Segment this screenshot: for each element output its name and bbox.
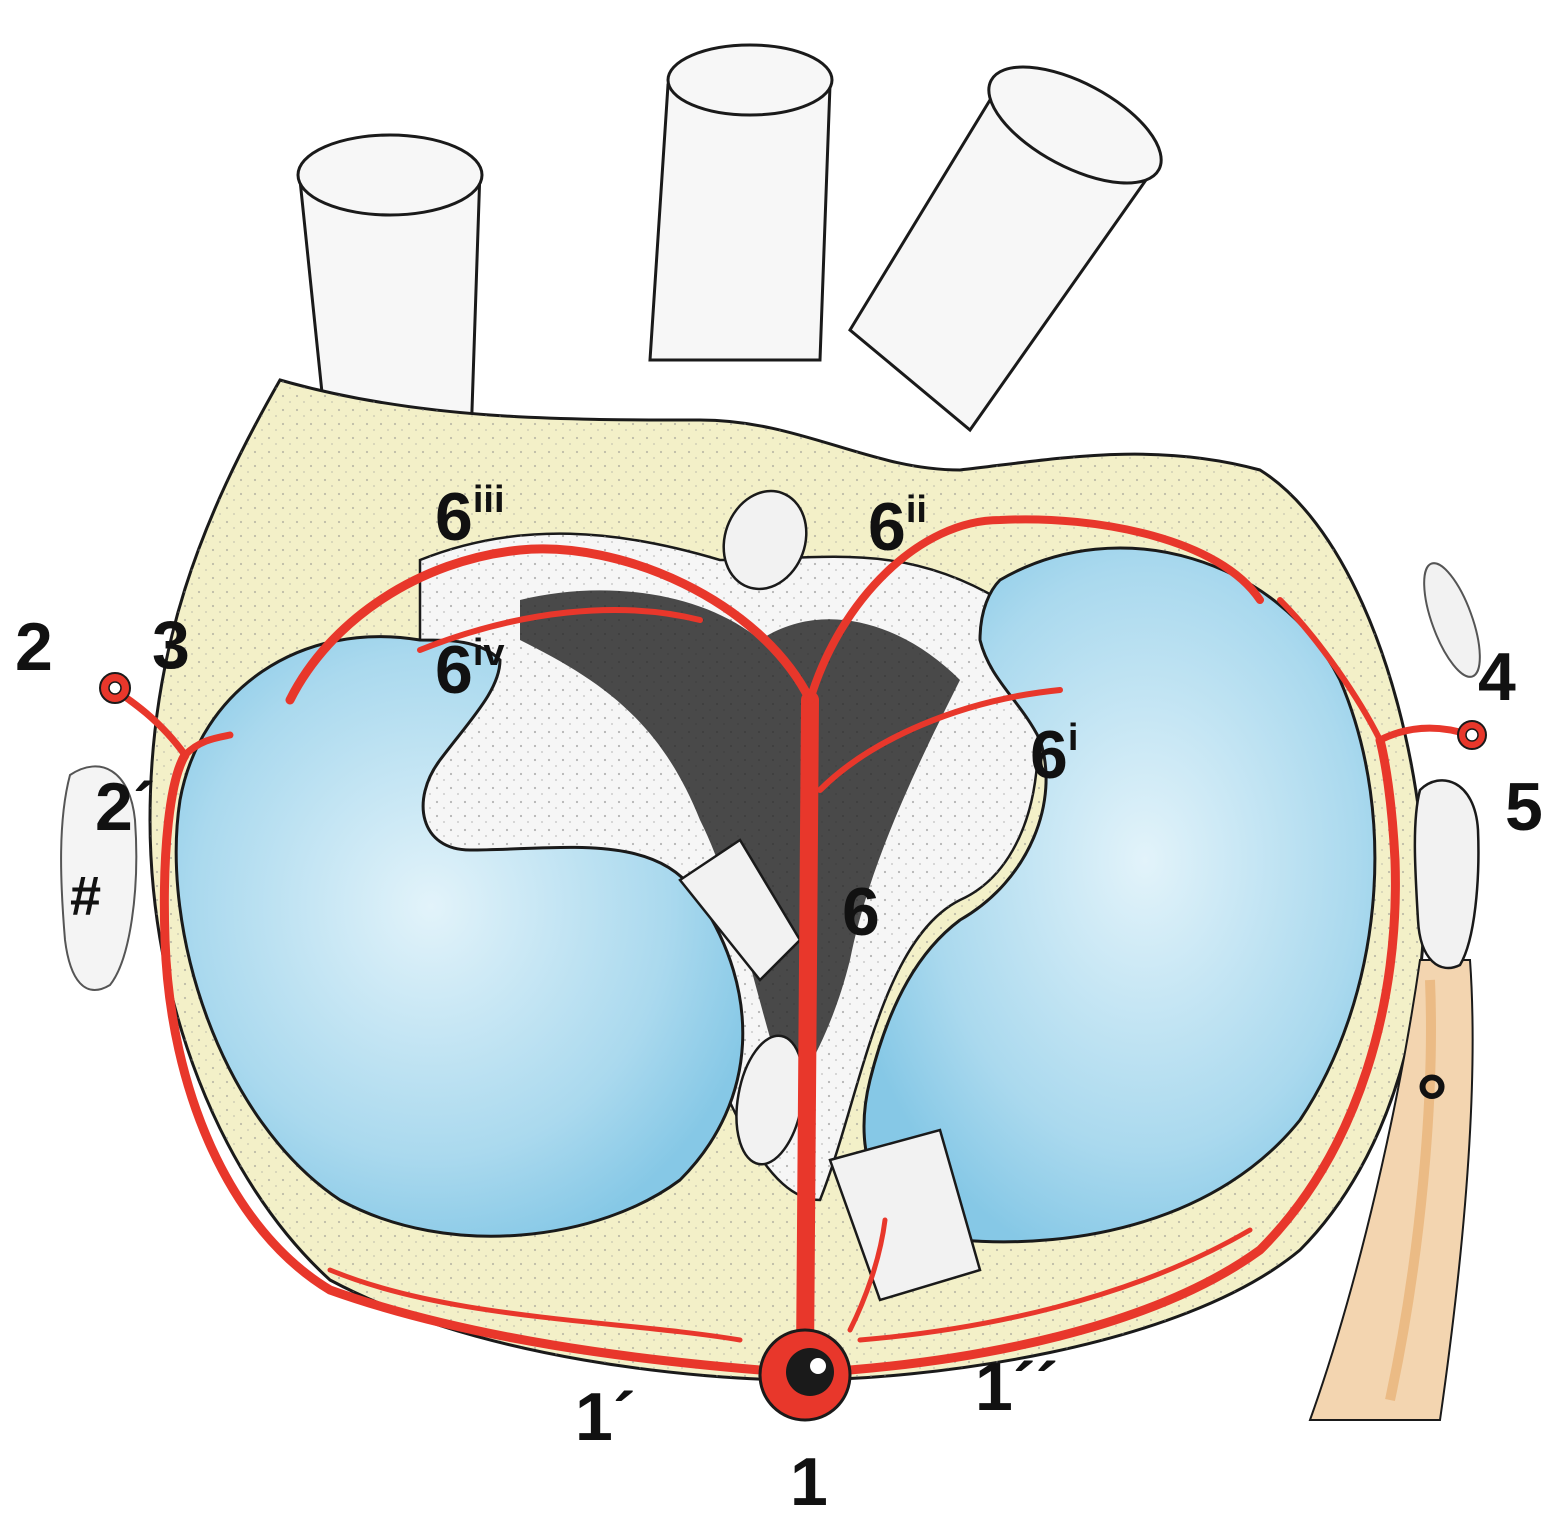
tendon-mid-right	[828, 1128, 982, 1302]
right-oval-structure	[1413, 779, 1480, 970]
top-right-fragment	[1423, 562, 1481, 678]
labels: 1 1´ 1´´ 2 2´ 3 4 5 6 # ° 6i 6ii 6iii 6i…	[15, 479, 1543, 1520]
label-6ii: 6ii	[868, 489, 927, 565]
right-side-structure	[1308, 562, 1481, 1421]
vessel-left-cap	[296, 133, 484, 217]
label-1-double-prime: 1´´	[975, 1349, 1058, 1425]
artery-right-upper	[1277, 597, 1383, 743]
arteries	[111, 515, 1474, 1375]
label-hash: #	[70, 864, 101, 927]
artery-6i	[817, 687, 1063, 793]
artery-6iv	[417, 607, 703, 653]
vessel-middle	[648, 83, 832, 362]
label-2: 2	[15, 609, 53, 685]
artery-1-lumen	[786, 1348, 834, 1396]
artery-6iii	[285, 544, 815, 705]
left-side-structure	[60, 765, 138, 991]
vessel-middle-cap	[666, 43, 834, 117]
label-6iv: 6iv	[435, 632, 505, 708]
label-5: 5	[1505, 769, 1543, 845]
label-3: 3	[152, 607, 190, 683]
label-4: 4	[1478, 639, 1516, 715]
great-vessels	[296, 43, 1163, 472]
tendon-top	[722, 489, 808, 591]
hash-structure	[60, 765, 138, 991]
vessel-right-cap	[987, 65, 1163, 185]
label-1-prime: 1´	[575, 1379, 635, 1455]
label-1: 1	[790, 1444, 828, 1520]
artery-3	[181, 731, 234, 759]
artery-6ii	[806, 515, 1264, 704]
vessel-rings	[99, 672, 1487, 1422]
left-valve	[174, 635, 745, 1238]
artery-1-prime	[159, 750, 765, 1375]
tendon-bits	[678, 489, 982, 1302]
label-6i: 6i	[1030, 717, 1078, 793]
label-6: 6	[842, 874, 880, 950]
label-circle-marker: °	[1416, 1058, 1448, 1147]
artery-6-main	[796, 691, 819, 1369]
label-6iii: 6iii	[435, 479, 505, 555]
label-2-prime: 2´	[95, 769, 155, 845]
left-valve-body	[174, 635, 745, 1238]
artery-1-double-prime	[845, 735, 1400, 1375]
